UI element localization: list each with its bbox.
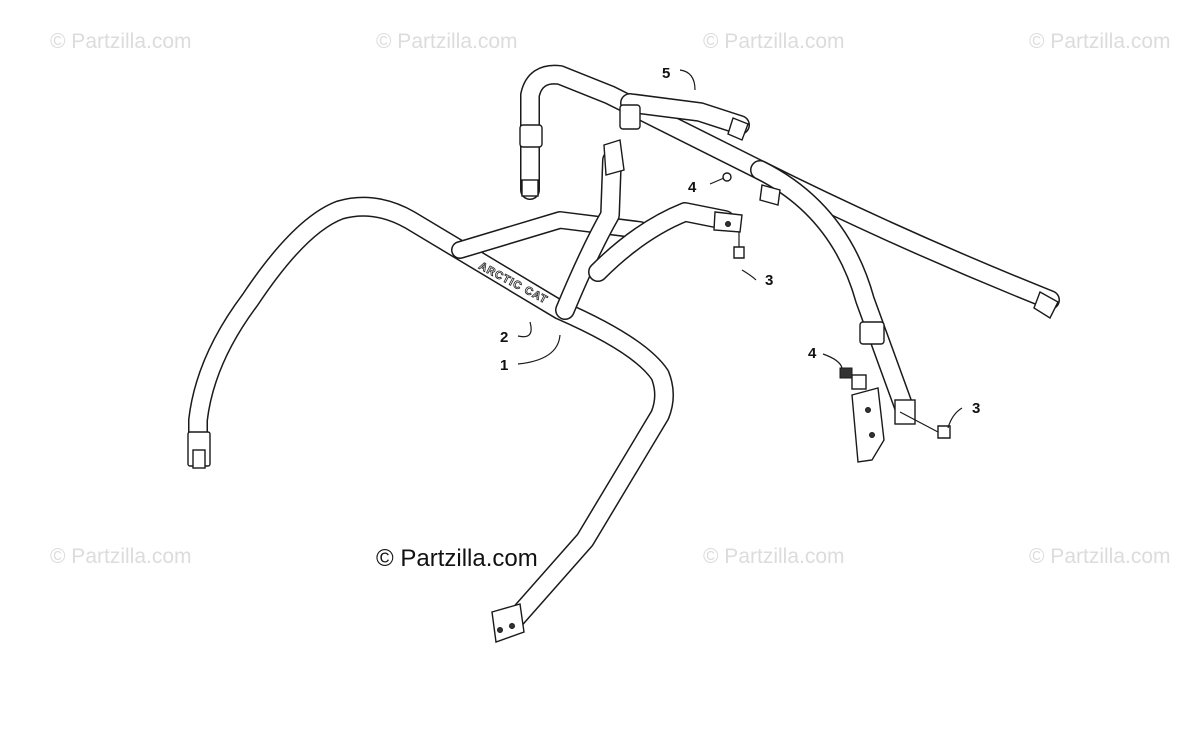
watermark: © Partzilla.com: [1029, 30, 1171, 53]
callout-3: 3: [972, 400, 980, 417]
callout-5: 5: [662, 65, 670, 82]
callout-2: 2: [500, 329, 508, 346]
callout-4: 4: [808, 345, 817, 362]
watermark-layer: © Partzilla.com © Partzilla.com © Partzi…: [50, 30, 1171, 568]
leader-lines: [517, 69, 963, 429]
callout-labels: 5 4 3 2 1 4 3: [500, 65, 980, 417]
watermark: © Partzilla.com: [1029, 545, 1171, 568]
arctic-cat-decal: ARCTIC CAT: [476, 260, 550, 307]
watermark: © Partzilla.com: [703, 545, 845, 568]
hardware: [722, 172, 951, 439]
callout-3: 3: [765, 272, 773, 289]
roll-cage-main-tube: [187, 139, 743, 643]
rear-mount-bracket: [851, 374, 885, 463]
callout-1: 1: [500, 357, 508, 374]
decal-lettering: ARCTIC CAT: [477, 260, 550, 306]
watermark: © Partzilla.com: [703, 30, 845, 53]
watermark: © Partzilla.com: [50, 30, 192, 53]
watermark: © Partzilla.com: [376, 30, 518, 53]
watermark-main: © Partzilla.com: [376, 545, 538, 572]
callout-4: 4: [688, 179, 697, 196]
watermark: © Partzilla.com: [50, 545, 192, 568]
upper-rear-bar: [519, 64, 1060, 425]
